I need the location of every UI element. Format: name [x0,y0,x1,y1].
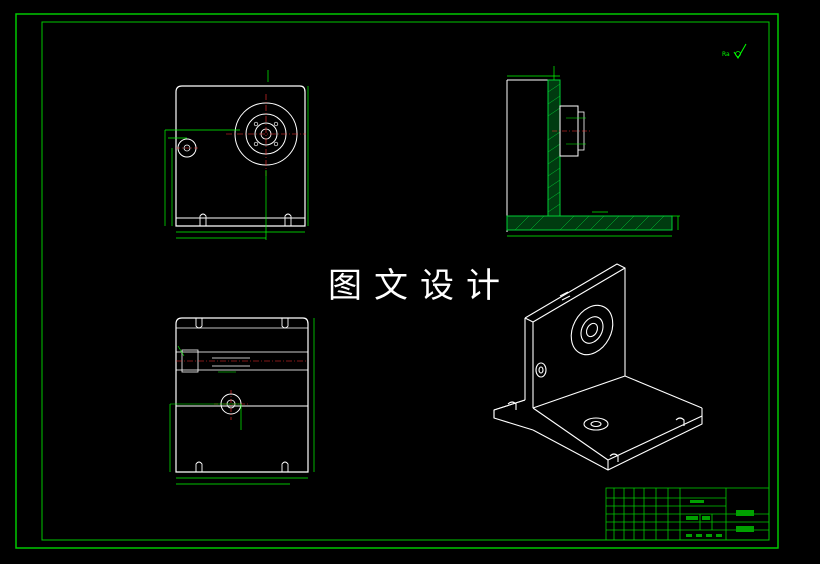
front-view [164,70,309,240]
watermark-text: 图文设计 [328,266,512,306]
outer-border [15,13,779,549]
isometric-view [493,263,703,471]
svg-text:Ra: Ra [722,51,730,58]
surface-roughness-symbol: Ra [722,43,747,59]
inner-border [41,21,770,541]
title-block [605,487,770,541]
side-section-view [506,66,680,237]
top-view [169,317,315,485]
